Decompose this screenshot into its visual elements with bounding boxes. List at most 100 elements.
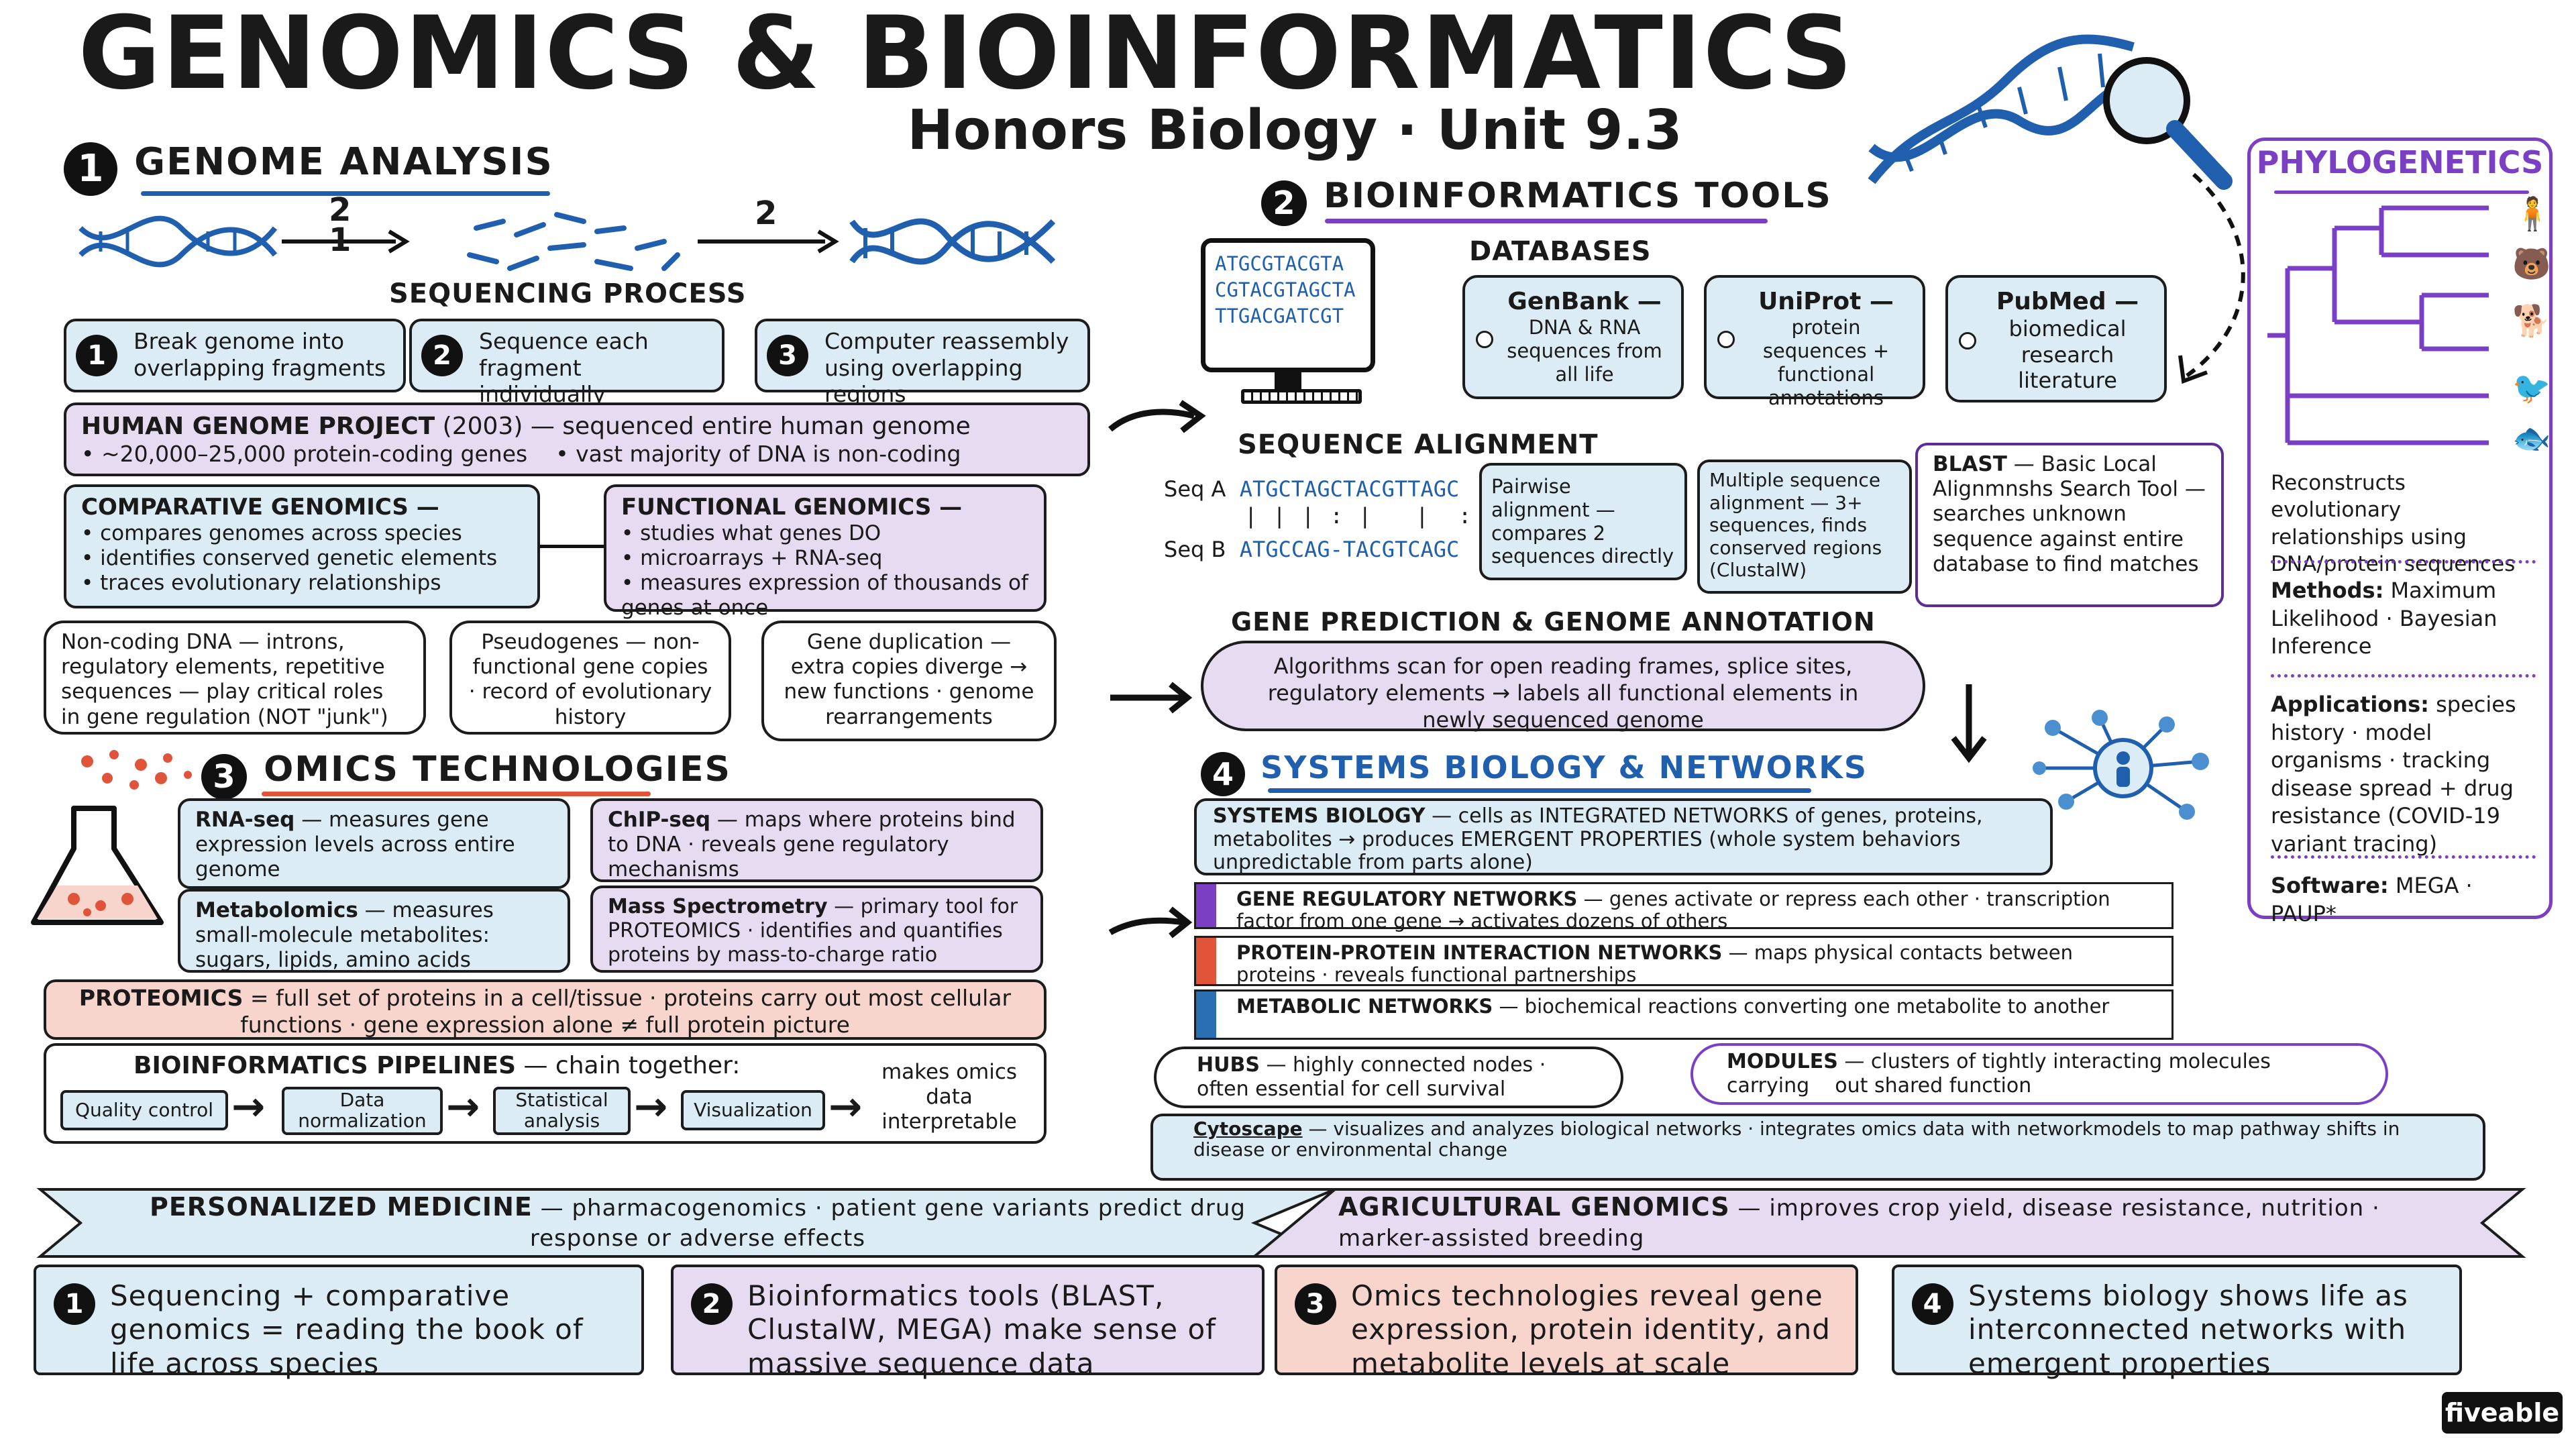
monitor-line: CGTACGTAGCTA — [1215, 278, 1356, 302]
hubs-label: HUBS — [1197, 1053, 1260, 1077]
page-subtitle: Honors Biology · Unit 9.3 — [907, 99, 1682, 162]
arrow-right-icon — [1108, 906, 1193, 938]
mass-spectrometry-box: Mass Spectrometry — primary tool for PRO… — [590, 885, 1043, 973]
functional-title: FUNCTIONAL GENOMICS — — [621, 494, 963, 521]
section-title: SYSTEMS BIOLOGY & NETWORKS — [1260, 749, 1868, 786]
comparative-item: • traces evolutionary relationships — [81, 571, 441, 596]
color-bar — [1196, 938, 1216, 984]
seq-b: ATGCCAG-TACGTCAGC — [1239, 537, 1460, 562]
seq-a: ATGCTAGCTACGTTAGC — [1239, 476, 1460, 502]
dog-icon: 🐕 — [2512, 303, 2551, 339]
mass-spec-text: — primary tool for PROTEOMICS · identifi… — [608, 895, 1018, 967]
hgp-bullet-1: • ~20,000–25,000 protein-coding genes — [81, 441, 528, 468]
fiveable-logo[interactable]: fiveable — [2442, 1392, 2563, 1434]
connector-line — [540, 545, 604, 548]
banner-shapes — [36, 1188, 2526, 1258]
personalized-label: PERSONALIZED MEDICINE — [150, 1192, 533, 1222]
dna-magnifier-illustration — [1868, 34, 2233, 190]
cytoscape-label: Cytoscape — [1193, 1118, 1303, 1140]
blast-box: BLAST — Basic Local Alignmnshs Search To… — [1915, 443, 2224, 607]
network-label: PROTEIN-PROTEIN INTERACTION NETWORKS — [1236, 941, 1723, 964]
section-underline — [1268, 788, 1811, 793]
network-node-icon — [2033, 710, 2209, 820]
color-bar — [1196, 884, 1216, 927]
phylogenetics-title: PHYLOGENETICS — [2256, 144, 2544, 180]
hgp-title: HUMAN GENOME PROJECT — [81, 413, 435, 440]
comparative-title: COMPARATIVE GENOMICS — — [81, 494, 439, 521]
dashed-arrow-icon — [2178, 172, 2245, 384]
rna-seq-label: RNA-seq — [195, 808, 295, 832]
pipeline-result: makes omics data interpretable — [881, 1060, 1018, 1134]
non-coding-dna-box: Non-coding DNA — introns, regulatory ele… — [44, 621, 426, 735]
section-title: GENOME ANALYSIS — [134, 140, 553, 184]
arrow-right-icon: → — [634, 1083, 668, 1130]
hubs-text: — highly connected nodes · often essenti… — [1197, 1053, 1546, 1101]
network-text: — genes activate or repress each other ·… — [1236, 888, 2110, 933]
chip-seq-label: ChIP-seq — [608, 808, 711, 832]
gene-duplication-box: Gene duplication — extra copies diverge … — [761, 621, 1057, 741]
step-number: 2 — [421, 335, 463, 376]
functional-item: • measures expression of thousands of ge… — [621, 571, 1028, 621]
applications-text: species history · model organisms · trac… — [2271, 692, 2516, 857]
sequence-a-row: Seq A ATGCTAGCTACGTTAGC — [1164, 476, 1459, 502]
database-desc: biomedical research literature — [2008, 316, 2127, 393]
hgp-bullet-2: • vast majority of DNA is non-coding — [555, 441, 961, 468]
arrow-right-icon — [1108, 400, 1206, 433]
flask-icon — [31, 750, 192, 925]
monitor-stand — [1275, 372, 1301, 389]
summary-card-1: 1 Sequencing + comparative genomics = re… — [34, 1265, 644, 1380]
comparative-item: • compares genomes across species — [81, 521, 462, 545]
network-text: — maps physical contacts between protein… — [1236, 941, 2073, 987]
step-text: Computer reassembly using overlapping re… — [824, 328, 1069, 408]
network-label: METABOLIC NETWORKS — [1236, 995, 1493, 1018]
agricultural-genomics-banner: AGRICULTURAL GENOMICS — improves crop yi… — [1338, 1191, 2412, 1254]
step-number: 1 — [76, 335, 117, 376]
section-number-badge: 2 — [1261, 180, 1307, 226]
page-title: GENOMICS & BIOINFORMATICS — [78, 0, 1854, 112]
arrow-right-icon — [1110, 682, 1193, 714]
step-text: Sequence each fragment individually — [479, 328, 649, 408]
metabolomics-text: — measures small-molecule metabolites: s… — [195, 898, 494, 973]
gene-regulatory-networks-row: GENE REGULATORY NETWORKS — genes activat… — [1194, 882, 2174, 933]
rna-seq-box: RNA-seq — measures gene expression level… — [178, 798, 570, 889]
hubs-bubble: HUBS — highly connected nodes · often es… — [1154, 1046, 1623, 1108]
sequencing-step-1: 1 Break genome into overlapping fragment… — [64, 319, 406, 392]
pipeline-step-visualization: Visualization — [681, 1090, 825, 1130]
applications-label: Applications: — [2271, 692, 2429, 717]
section-2-heading: 2 BIOINFORMATICS TOOLS — [1261, 174, 1831, 226]
sequencing-step-3: 3 Computer reassembly using overlapping … — [755, 319, 1090, 407]
methods-text: Maximum Likelihood · Bayesian Inference — [2271, 578, 2498, 659]
pipeline-step-statistical: Statistical analysis — [493, 1087, 631, 1135]
pairwise-alignment-box: Pairwise alignment — compares 2 sequence… — [1479, 463, 1687, 580]
database-name: PubMed — — [1996, 288, 2139, 315]
summary-text: Systems biology shows life as interconne… — [1968, 1279, 2408, 1380]
pipeline-step-quality-control: Quality control — [60, 1090, 228, 1130]
proteomics-box: PROTEOMICS = full set of proteins in a c… — [44, 979, 1046, 1040]
phylo-divider — [2271, 560, 2536, 564]
modules-bubble: MODULES — clusters of tightly interactin… — [1690, 1043, 2388, 1105]
systems-biology-box: SYSTEMS BIOLOGY — cells as INTEGRATED NE… — [1194, 798, 2053, 875]
proteomics-text: = full set of proteins in a cell/tissue … — [240, 985, 1012, 1038]
summary-number: 3 — [1295, 1283, 1336, 1325]
phylo-description: Reconstructs evolutionary relationships … — [2271, 471, 2516, 576]
section-4-heading: 4 SYSTEMS BIOLOGY & NETWORKS — [1201, 748, 1866, 796]
phylo-software: Software: MEGA · PAUP* — [2271, 872, 2539, 928]
human-icon: 🧍 — [2512, 195, 2553, 233]
bear-icon: 🐻 — [2512, 246, 2551, 282]
summary-card-3: 3 Omics technologies reveal gene express… — [1275, 1265, 1858, 1380]
comparative-item: • identifies conserved genetic elements — [81, 545, 498, 570]
section-title: OMICS TECHNOLOGIES — [264, 749, 731, 790]
tag-hole — [1476, 330, 1493, 348]
metabolomics-label: Metabolomics — [195, 898, 358, 922]
tag-hole — [1717, 330, 1735, 348]
database-uniprot: UniProt — protein sequences + functional… — [1704, 275, 1925, 409]
sequencing-step-2: 2 Sequence each fragment individually — [409, 319, 724, 407]
seq-a-label: Seq A — [1164, 476, 1226, 502]
tag-hole — [1959, 332, 1976, 350]
monitor-line: ATGCGTACGTA — [1215, 252, 1344, 275]
blast-text: — Basic Local Alignmnshs Search Tool — s… — [1933, 452, 2206, 576]
pseudogenes-box: Pseudogenes — non-functional gene copies… — [449, 621, 731, 735]
summary-card-4: 4 Systems biology shows life as intercon… — [1892, 1265, 2462, 1380]
gene-prediction-cloud: Algorithms scan for open reading frames,… — [1201, 641, 1925, 733]
modules-label: MODULES — [1727, 1050, 1838, 1073]
